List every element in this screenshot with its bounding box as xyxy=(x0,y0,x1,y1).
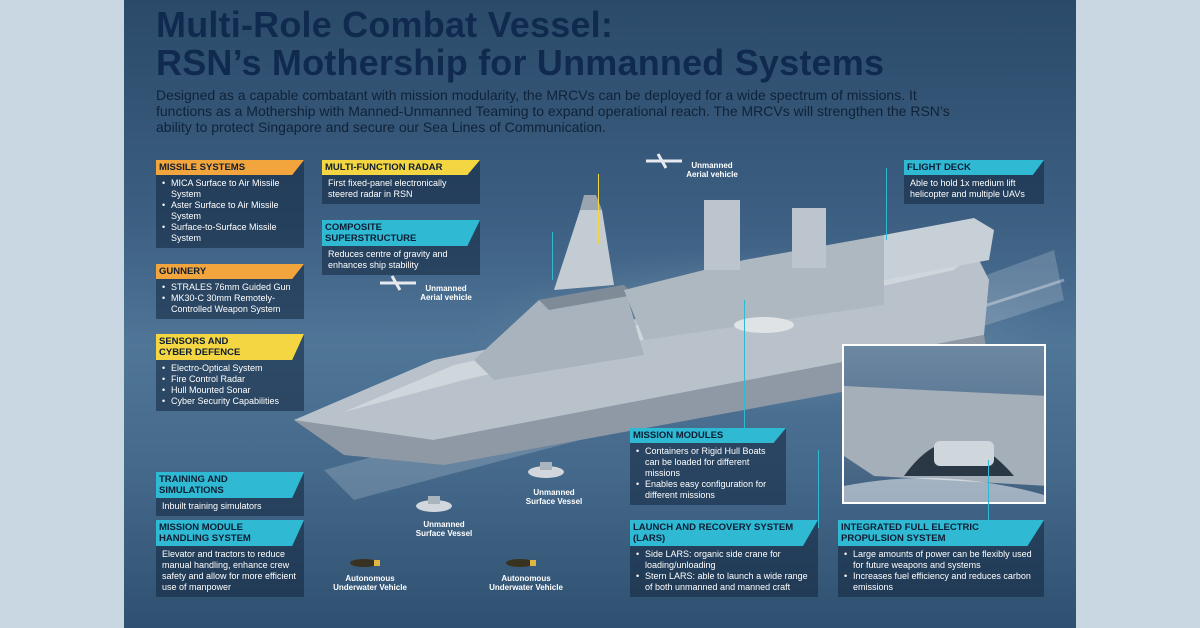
uav-icon-1 xyxy=(646,153,682,169)
usv-icon-2 xyxy=(528,462,564,478)
lars-title: LAUNCH AND RECOVERY SYSTEM (LARS) xyxy=(630,520,818,546)
page-title-line1: Multi-Role Combat Vessel: xyxy=(156,4,614,45)
flight-leader xyxy=(886,168,887,240)
composite-panel: COMPOSITE SUPERSTRUCTURE Reduces centre … xyxy=(322,220,480,275)
propulsion-title: INTEGRATED FULL ELECTRIC PROPULSION SYST… xyxy=(838,520,1044,546)
uav-icon-2 xyxy=(380,275,416,291)
propulsion-leader xyxy=(988,460,989,528)
missile-systems-title: MISSILE SYSTEMS xyxy=(156,160,304,175)
handling-title: MISSION MODULE HANDLING SYSTEM xyxy=(156,520,304,546)
gunnery-title: GUNNERY xyxy=(156,264,304,279)
list-item: Cyber Security Capabilities xyxy=(162,396,298,407)
list-item: MICA Surface to Air Missile System xyxy=(162,178,298,200)
list-item: Fire Control Radar xyxy=(162,374,298,385)
missile-systems-panel: MISSILE SYSTEMS MICA Surface to Air Miss… xyxy=(156,160,304,248)
stern-inset-image xyxy=(842,344,1046,504)
gunnery-list: STRALES 76mm Guided Gun MK30-C 30mm Remo… xyxy=(156,279,304,319)
handling-text: Elevator and tractors to reduce manual h… xyxy=(162,549,296,592)
list-item: Hull Mounted Sonar xyxy=(162,385,298,396)
composite-leader xyxy=(552,232,553,280)
intro-paragraph: Designed as a capable combatant with mis… xyxy=(156,87,950,135)
lars-leader xyxy=(818,450,819,528)
list-item: Stern LARS: able to launch a wide range … xyxy=(636,571,812,593)
training-panel: TRAINING AND SIMULATIONS Inbuilt trainin… xyxy=(156,472,304,516)
modules-leader xyxy=(744,300,745,434)
composite-title: COMPOSITE SUPERSTRUCTURE xyxy=(322,220,480,246)
list-item: Aster Surface to Air Missile System xyxy=(162,200,298,222)
auv-icon-1 xyxy=(350,559,380,567)
training-text: Inbuilt training simulators xyxy=(162,501,262,511)
auv-icon-2 xyxy=(506,559,536,567)
composite-text: Reduces centre of gravity and enhances s… xyxy=(328,249,448,270)
handling-panel: MISSION MODULE HANDLING SYSTEM Elevator … xyxy=(156,520,304,597)
flight-deck-title: FLIGHT DECK xyxy=(904,160,1044,175)
sensors-list: Electro-Optical System Fire Control Rada… xyxy=(156,360,304,411)
usv-icon-1 xyxy=(416,496,452,512)
list-item: Containers or Rigid Hull Boats can be lo… xyxy=(636,446,780,479)
list-item: Side LARS: organic side crane for loadin… xyxy=(636,549,812,571)
list-item: Electro-Optical System xyxy=(162,363,298,374)
radar-leader xyxy=(598,174,599,244)
lars-panel: LAUNCH AND RECOVERY SYSTEM (LARS) Side L… xyxy=(630,520,818,597)
training-title: TRAINING AND SIMULATIONS xyxy=(156,472,304,498)
gunnery-panel: GUNNERY STRALES 76mm Guided Gun MK30-C 3… xyxy=(156,264,304,319)
flight-deck-panel: FLIGHT DECK Able to hold 1x medium lift … xyxy=(904,160,1044,204)
list-item: STRALES 76mm Guided Gun xyxy=(162,282,298,293)
ship-illustration xyxy=(294,195,994,465)
mission-modules-title: MISSION MODULES xyxy=(630,428,786,443)
missile-systems-list: MICA Surface to Air Missile System Aster… xyxy=(156,175,304,248)
mission-modules-panel: MISSION MODULES Containers or Rigid Hull… xyxy=(630,428,786,505)
sensors-title: SENSORS AND CYBER DEFENCE xyxy=(156,334,304,360)
infographic-poster: Multi-Role Combat Vessel: RSN’s Mothersh… xyxy=(124,0,1076,628)
list-item: Surface-to-Surface Missile System xyxy=(162,222,298,244)
propulsion-panel: INTEGRATED FULL ELECTRIC PROPULSION SYST… xyxy=(838,520,1044,597)
flight-deck-text: Able to hold 1x medium lift helicopter a… xyxy=(910,178,1025,199)
radar-text: First fixed-panel electronically steered… xyxy=(328,178,447,199)
sensors-panel: SENSORS AND CYBER DEFENCE Electro-Optica… xyxy=(156,334,304,411)
lars-list: Side LARS: organic side crane for loadin… xyxy=(630,546,818,597)
page-title-line2: RSN’s Mothership for Unmanned Systems xyxy=(156,42,885,83)
radar-panel: MULTI-FUNCTION RADAR First fixed-panel e… xyxy=(322,160,480,204)
list-item: Large amounts of power can be flexibly u… xyxy=(844,549,1038,571)
list-item: Increases fuel efficiency and reduces ca… xyxy=(844,571,1038,593)
mission-modules-list: Containers or Rigid Hull Boats can be lo… xyxy=(630,443,786,505)
list-item: Enables easy configuration for different… xyxy=(636,479,780,501)
list-item: MK30-C 30mm Remotely-Controlled Weapon S… xyxy=(162,293,298,315)
propulsion-list: Large amounts of power can be flexibly u… xyxy=(838,546,1044,597)
radar-title: MULTI-FUNCTION RADAR xyxy=(322,160,480,175)
